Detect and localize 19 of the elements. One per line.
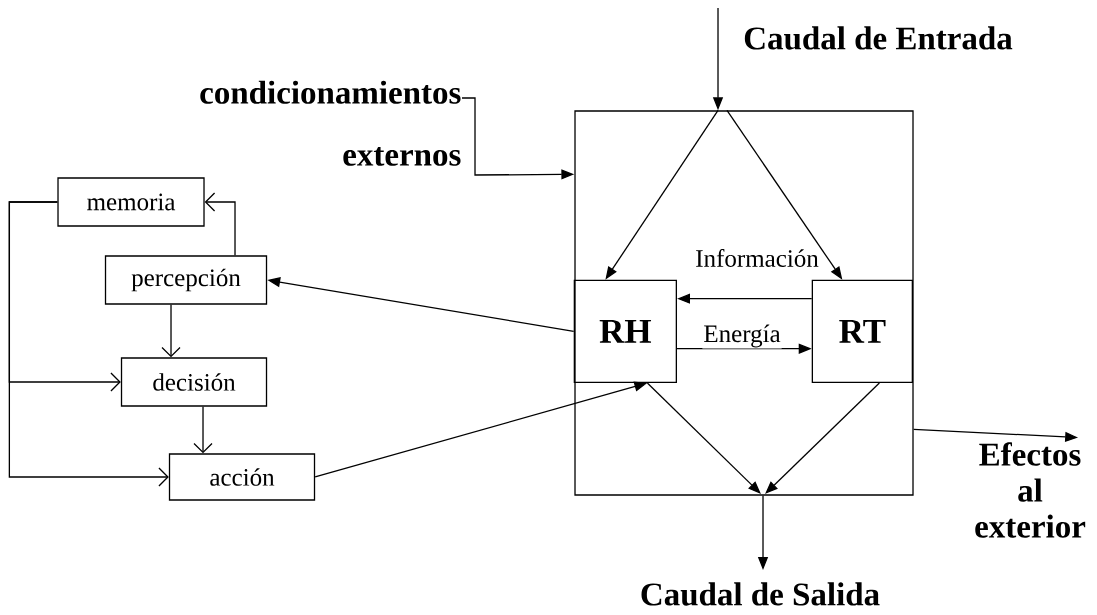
flow-label: Efectos al exterior xyxy=(975,442,1086,538)
arrow xyxy=(646,382,761,494)
system-box xyxy=(574,110,914,496)
process-box: RT xyxy=(811,279,913,383)
side-label: condicionamientos externos xyxy=(200,80,461,166)
process-box: memoria xyxy=(57,177,205,227)
process-box: RH xyxy=(573,279,677,383)
arrow xyxy=(8,201,169,487)
process-box: percepción xyxy=(104,255,268,305)
arrow xyxy=(204,192,236,256)
edge-label: Energía xyxy=(702,323,782,349)
process-box: decisión xyxy=(120,357,268,407)
flow-label: Caudal de Entrada xyxy=(744,26,1013,50)
arrow xyxy=(765,382,880,494)
process-box: acción xyxy=(168,453,316,501)
arrow xyxy=(193,406,213,454)
flow-label: Caudal de Salida xyxy=(641,582,880,606)
edge-label: Información xyxy=(694,248,820,268)
arrow xyxy=(161,304,181,358)
